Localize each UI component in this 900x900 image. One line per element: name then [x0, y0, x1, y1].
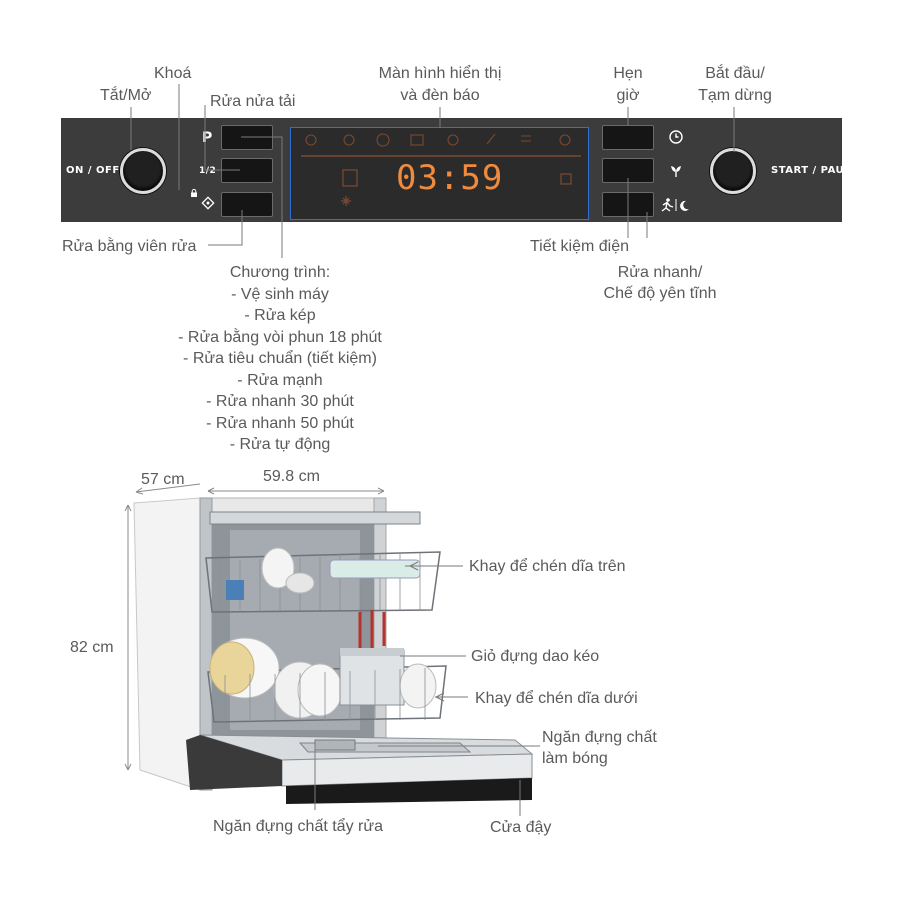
leaf-icon — [668, 163, 684, 184]
display-time: 03:59 — [396, 158, 504, 198]
program-item: - Rửa tự động — [229, 436, 331, 453]
program-item: - Rửa kép — [244, 307, 316, 324]
label-gio-dao: Giỏ đựng dao kéo — [471, 648, 600, 665]
label-tiet-kiem: Tiết kiệm điện — [530, 238, 629, 255]
program-item: - Rửa nhanh 50 phút — [206, 415, 354, 432]
display-screen: 03:59 — [290, 127, 589, 220]
label-rua-vien: Rửa bằng viên rửa — [62, 238, 197, 255]
label-tat-mo: Tắt/Mở — [100, 87, 152, 104]
program-indicator-icons — [301, 133, 581, 206]
label-man-hinh-1: Màn hình hiển thị — [378, 65, 502, 82]
label-rua-nhanh-1: Rửa nhanh/ — [617, 264, 703, 281]
program-item: - Rửa mạnh — [237, 372, 323, 389]
program-item: - Rửa nhanh 30 phút — [206, 393, 354, 410]
label-ngan-tay: Ngăn đựng chất tẩy rửa — [213, 818, 383, 835]
programs-title: Chương trình: — [229, 264, 331, 281]
label-bat-dau-2: Tạm dừng — [698, 87, 772, 104]
label-cua-day: Cửa đậy — [490, 819, 552, 836]
runner-moon-icon — [659, 197, 695, 218]
lock-icon — [190, 184, 198, 197]
half-load-label: 1/2 — [199, 166, 217, 176]
dimension-depth: 57 cm — [141, 471, 185, 488]
label-khoa: Khoá — [154, 65, 192, 82]
label-hen-gio-1: Hẹn — [613, 65, 643, 82]
dimension-height: 82 cm — [70, 639, 114, 656]
label-rua-nhanh-2: Chế độ yên tĩnh — [603, 285, 717, 302]
label-hen-gio-2: giờ — [616, 87, 640, 104]
label-ngan-bong-1: Ngăn đựng chất — [542, 729, 657, 746]
label-ngan-bong-2: làm bóng — [542, 750, 608, 767]
start-pause-knob[interactable] — [710, 148, 756, 194]
clock-icon — [668, 129, 684, 150]
tablet-icon — [201, 196, 215, 210]
label-khay-duoi: Khay để chén dĩa dưới — [475, 690, 638, 707]
label-man-hinh-2: và đèn báo — [400, 87, 480, 104]
dimension-width: 59.8 cm — [263, 468, 320, 485]
label-bat-dau-1: Bắt đầu/ — [705, 65, 765, 82]
start-pause-label: START / PAUSE — [771, 165, 860, 176]
power-knob[interactable] — [120, 148, 166, 194]
program-item: - Rửa tiêu chuẩn (tiết kiệm) — [183, 350, 377, 367]
on-off-label: ON / OFF — [66, 165, 120, 176]
program-item: - Rửa bằng vòi phun 18 phút — [178, 329, 382, 346]
label-khay-tren: Khay để chén dĩa trên — [469, 558, 626, 575]
program-item: - Vệ sinh máy — [231, 286, 329, 303]
delay-timer-button[interactable] — [602, 125, 654, 150]
